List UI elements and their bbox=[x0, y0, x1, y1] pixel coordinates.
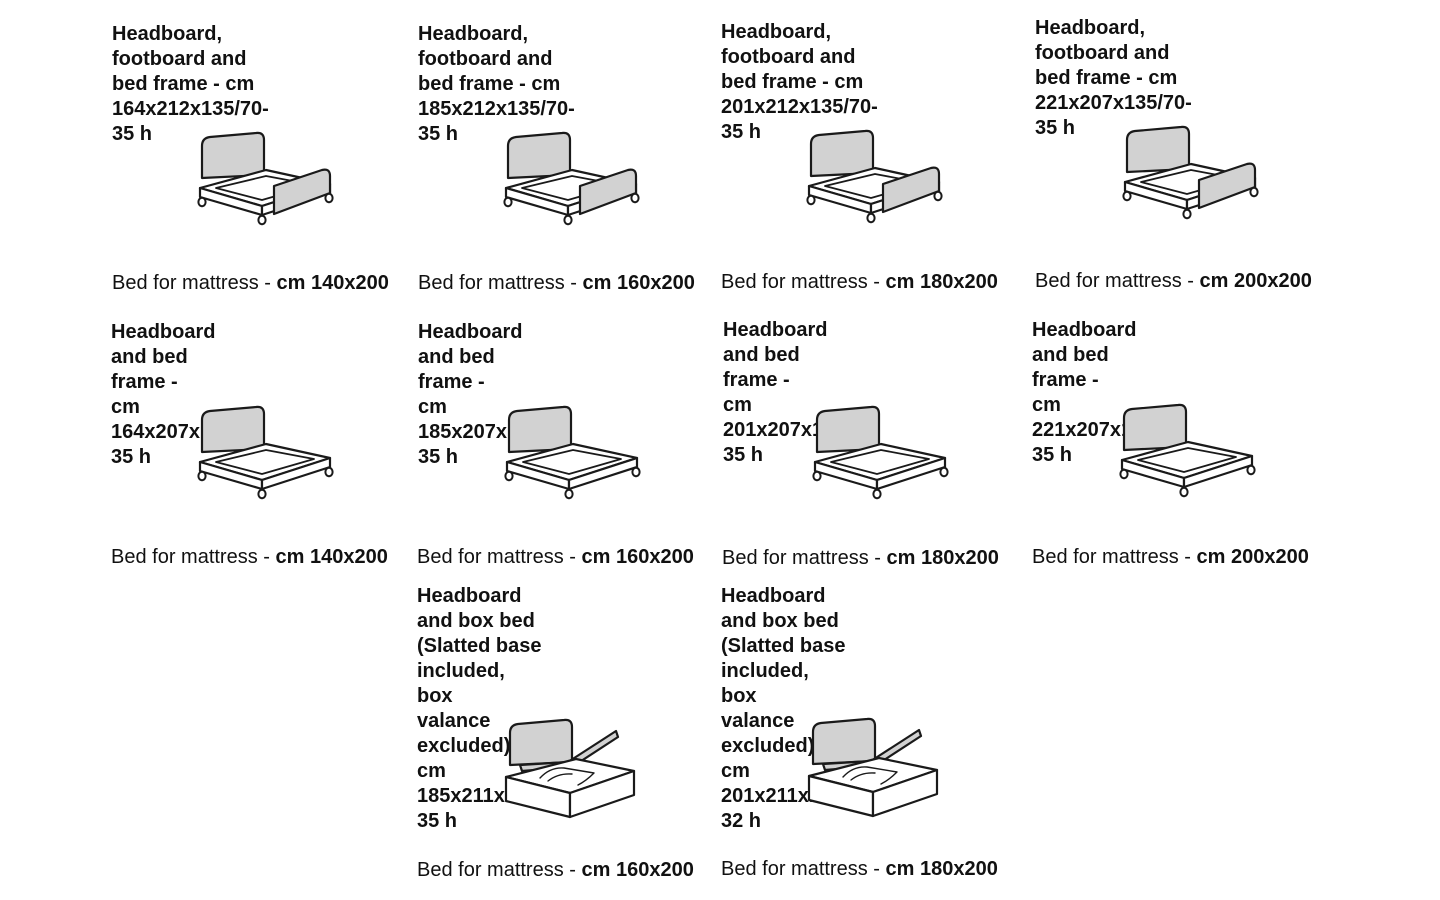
caption-prefix: Bed for mattress - bbox=[418, 272, 583, 294]
bed-option-title: Headboard, footboard and bed frame - cm … bbox=[1035, 17, 1192, 139]
mattress-size: cm 140x200 bbox=[275, 546, 388, 568]
mattress-size: cm 140x200 bbox=[276, 272, 389, 294]
bed-headboard-only-icon bbox=[805, 402, 950, 512]
bed-option-caption: Bed for mattress - cm 140x200 bbox=[111, 545, 388, 569]
mattress-size: cm 180x200 bbox=[885, 271, 998, 293]
mattress-size: cm 160x200 bbox=[581, 546, 694, 568]
mattress-size: cm 200x200 bbox=[1196, 546, 1309, 568]
bed-option-caption: Bed for mattress - cm 160x200 bbox=[417, 545, 694, 569]
mattress-size: cm 160x200 bbox=[581, 859, 694, 881]
bed-option-caption: Bed for mattress - cm 160x200 bbox=[418, 271, 695, 295]
bed-option-caption: Bed for mattress - cm 140x200 bbox=[112, 271, 389, 295]
bed-option-caption: Bed for mattress - cm 180x200 bbox=[721, 270, 998, 294]
bed-option-title: Headboard, footboard and bed frame - cm … bbox=[112, 23, 269, 145]
mattress-size: cm 160x200 bbox=[582, 272, 695, 294]
caption-prefix: Bed for mattress - bbox=[417, 859, 582, 881]
bed-option-caption: Bed for mattress - cm 200x200 bbox=[1035, 269, 1312, 293]
bed-headboard-only-icon bbox=[1112, 400, 1257, 510]
caption-prefix: Bed for mattress - bbox=[417, 546, 582, 568]
caption-prefix: Bed for mattress - bbox=[1035, 270, 1200, 292]
caption-prefix: Bed for mattress - bbox=[722, 547, 887, 569]
bed-headboard-footboard-icon bbox=[1115, 122, 1260, 232]
bed-headboard-footboard-icon bbox=[799, 126, 944, 236]
box-bed-open-icon bbox=[498, 715, 643, 825]
caption-prefix: Bed for mattress - bbox=[721, 271, 886, 293]
bed-option-caption: Bed for mattress - cm 160x200 bbox=[417, 858, 694, 882]
bed-option-title: Headboard and bed frame - cm 201x207x135… bbox=[723, 319, 853, 466]
mattress-size: cm 180x200 bbox=[885, 858, 998, 880]
bed-option-caption: Bed for mattress - cm 180x200 bbox=[722, 546, 999, 570]
bed-option-caption: Bed for mattress - cm 180x200 bbox=[721, 857, 998, 881]
mattress-size: cm 200x200 bbox=[1199, 270, 1312, 292]
bed-headboard-only-icon bbox=[497, 402, 642, 512]
bed-option-title: Headboard, footboard and bed frame - cm … bbox=[721, 21, 878, 143]
mattress-size: cm 180x200 bbox=[886, 547, 999, 569]
bed-headboard-only-icon bbox=[190, 402, 335, 512]
bed-option-title: Headboard, footboard and bed frame - cm … bbox=[418, 23, 575, 145]
bed-headboard-footboard-icon bbox=[496, 128, 641, 238]
bed-option-title: Headboard and box bed (Slatted base incl… bbox=[417, 585, 545, 832]
box-bed-open-icon bbox=[801, 714, 946, 824]
bed-headboard-footboard-icon bbox=[190, 128, 335, 238]
bed-option-caption: Bed for mattress - cm 200x200 bbox=[1032, 545, 1309, 569]
caption-prefix: Bed for mattress - bbox=[1032, 546, 1197, 568]
caption-prefix: Bed for mattress - bbox=[721, 858, 886, 880]
caption-prefix: Bed for mattress - bbox=[111, 546, 276, 568]
caption-prefix: Bed for mattress - bbox=[112, 272, 277, 294]
